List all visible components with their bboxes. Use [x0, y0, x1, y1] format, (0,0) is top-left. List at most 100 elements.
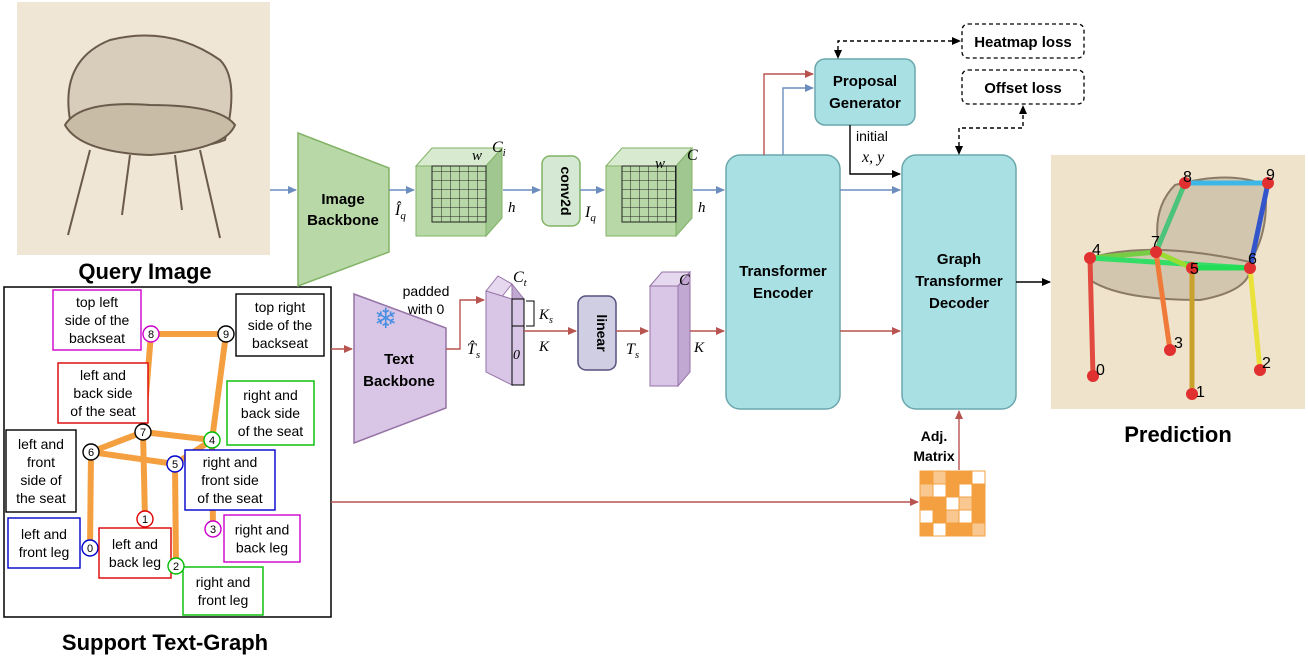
- decoder-label-1: Graph: [937, 251, 981, 268]
- node-description: back side: [241, 405, 300, 421]
- keypoint-label: 1: [1196, 384, 1205, 401]
- decoder-label-2: Transformer: [915, 273, 1003, 290]
- node-description: back leg: [236, 540, 288, 556]
- node-id: 1: [142, 514, 148, 526]
- adj-cell: [932, 483, 947, 498]
- node-circle: [203, 431, 221, 449]
- adj-cell: [932, 470, 947, 485]
- feature-map-ts: C K: [648, 270, 705, 388]
- keypoint-label: 4: [1092, 242, 1101, 259]
- node-description: of the seat: [197, 490, 262, 506]
- keypoint-label: 0: [1096, 362, 1105, 379]
- node-description: the seat: [16, 490, 66, 506]
- padded-label-2: with 0: [407, 301, 445, 317]
- keypoint-label: 5: [1190, 261, 1199, 278]
- adj-cell: [958, 522, 973, 537]
- node-text-box: [226, 380, 315, 446]
- node-description: right and: [196, 574, 250, 590]
- node-circle: [81, 539, 99, 557]
- snowflake-icon: ❄: [374, 303, 397, 334]
- node-description: side of: [20, 472, 61, 488]
- adj-cell: [919, 509, 934, 524]
- conv2d-block: conv2d: [541, 155, 581, 227]
- offset-loss-label: Offset loss: [984, 80, 1062, 97]
- flow-annotations: Îq Iq T̂s Ts padded with 0 initial x, y: [394, 128, 888, 361]
- node-description: right and: [235, 522, 289, 538]
- adj-label-1: Adj.: [921, 428, 947, 444]
- node-circle: [217, 325, 235, 343]
- label-ct: Ct: [513, 269, 528, 289]
- label-ks: Ks: [538, 307, 553, 326]
- xy-label: x, y: [861, 149, 885, 166]
- node-text-box: [184, 449, 276, 511]
- node-description: back side: [73, 385, 132, 401]
- adj-cell: [945, 509, 960, 524]
- node-id: 4: [209, 435, 215, 447]
- label-c-2: C: [679, 272, 690, 289]
- label-w-1: w: [472, 148, 482, 164]
- node-text-box: [5, 429, 77, 513]
- node-description: right and: [203, 454, 257, 470]
- adj-cell: [932, 509, 947, 524]
- adj-cell: [958, 470, 973, 485]
- adj-cell: [958, 483, 973, 498]
- text-backbone-label-2: Backbone: [363, 373, 435, 390]
- keypoint-6: [1244, 262, 1256, 274]
- node-description: top left: [76, 294, 118, 310]
- node-text-box: [7, 517, 81, 569]
- label-ts: Ts: [626, 341, 639, 361]
- label-k-2: K: [693, 340, 705, 356]
- node-id: 8: [148, 329, 154, 341]
- adj-cell: [958, 496, 973, 511]
- transformer-encoder-block: Transformer Encoder: [725, 154, 841, 410]
- node-description: front leg: [198, 592, 249, 608]
- node-circle: [167, 557, 185, 575]
- adj-cell: [971, 522, 986, 537]
- adj-cell: [945, 522, 960, 537]
- label-ci: Ci: [492, 139, 506, 159]
- encoder-label-1: Transformer: [739, 263, 827, 280]
- node-description: back leg: [109, 554, 161, 570]
- node-id: 0: [87, 543, 93, 555]
- node-circle: [134, 423, 152, 441]
- adj-cell: [919, 522, 934, 537]
- label-h-1: h: [508, 200, 516, 216]
- node-circle: [136, 510, 154, 528]
- node-description: left and: [80, 367, 126, 383]
- linear-label: linear: [594, 314, 610, 352]
- keypoint-label: 6: [1248, 251, 1257, 268]
- adj-cell: [919, 496, 934, 511]
- proposal-generator-block: Proposal Generator: [814, 58, 916, 126]
- adj-cell: [919, 483, 934, 498]
- node-description: front: [27, 454, 55, 470]
- node-description: front side: [201, 472, 259, 488]
- adj-cell: [945, 496, 960, 511]
- node-text-box: [235, 293, 325, 357]
- encoder-label-2: Encoder: [753, 285, 813, 302]
- image-backbone-block: Image Backbone: [297, 131, 390, 288]
- node-id: 5: [172, 459, 178, 471]
- image-backbone-label-2: Backbone: [307, 212, 379, 229]
- node-description: backseat: [252, 335, 308, 351]
- node-circle: [166, 455, 184, 473]
- node-circle: [204, 520, 222, 538]
- keypoint-2: [1254, 364, 1266, 376]
- feature-map-iq-hat: w Ci h: [414, 139, 516, 238]
- node-description: side of the: [65, 312, 130, 328]
- keypoint-7: [1150, 246, 1162, 258]
- initial-label: initial: [856, 128, 888, 144]
- proposal-label-1: Proposal: [833, 73, 897, 90]
- label-ts-hat: T̂s: [467, 339, 480, 361]
- feature-map-iq: w C h: [604, 146, 706, 238]
- node-text-box: [98, 527, 172, 579]
- node-circle: [82, 443, 100, 461]
- linear-block: linear: [577, 295, 617, 371]
- adj-cell: [958, 509, 973, 524]
- node-id: 9: [223, 329, 229, 341]
- node-text-box: [223, 514, 301, 563]
